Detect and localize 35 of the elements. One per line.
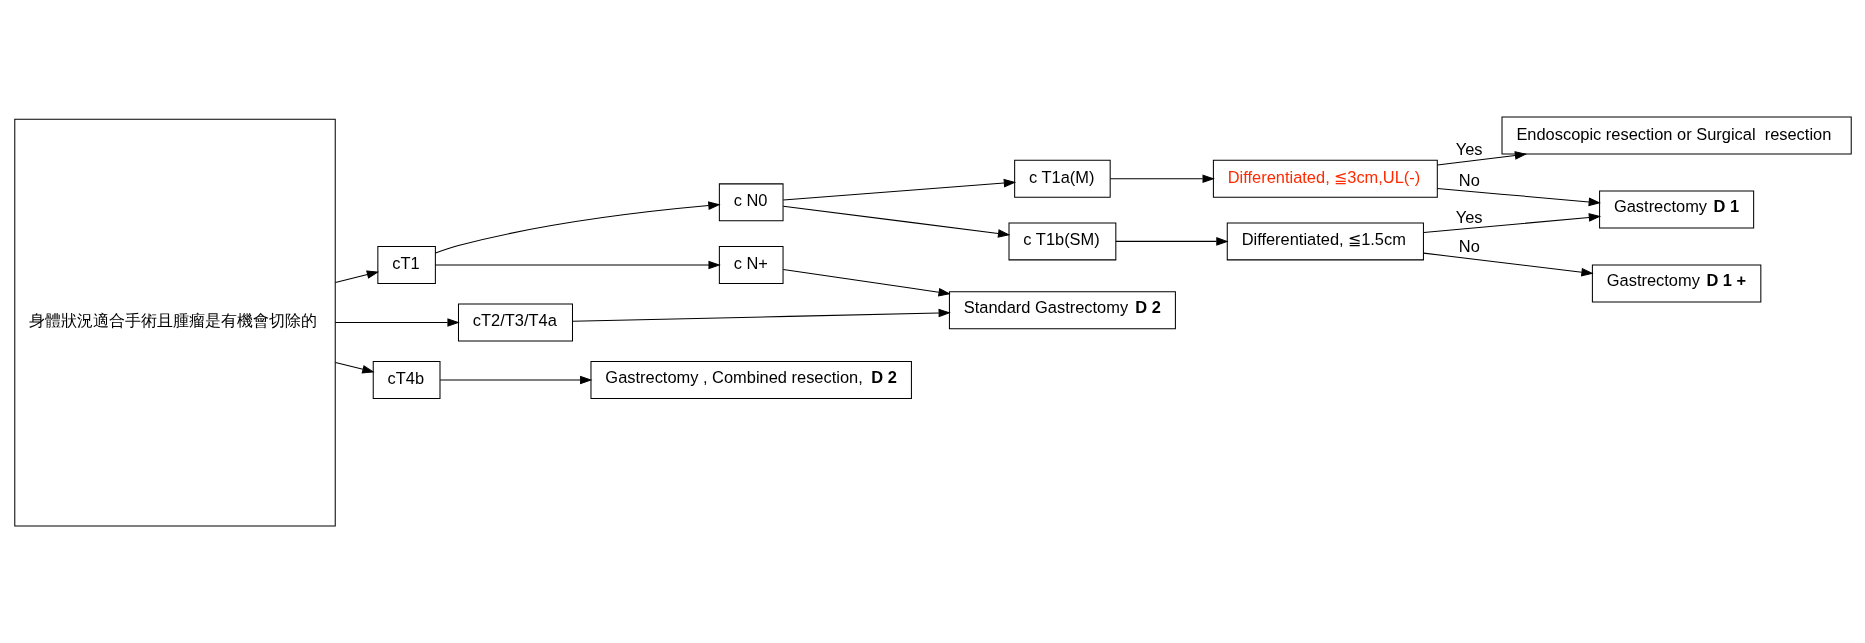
- arrow: [334, 318, 460, 327]
- node-box: cT1: [376, 246, 436, 284]
- arrow: [334, 361, 375, 374]
- edge-label: No: [1458, 237, 1480, 256]
- node-box: Gastrectomy D 1: [1598, 190, 1754, 229]
- arrow: [782, 269, 951, 297]
- arrow: [1422, 252, 1594, 277]
- node-box: Standard Gastrectomy D 2: [948, 291, 1176, 330]
- node-box: c T1b(SM): [1008, 222, 1116, 261]
- node-box: Gastrectomy , Combined resection, D 2: [589, 361, 912, 400]
- node-box: c N0: [718, 183, 784, 222]
- node-box: c T1a(M): [1013, 159, 1111, 198]
- arrow: [1422, 213, 1601, 234]
- arrow: [782, 205, 1010, 238]
- arrow: [571, 308, 951, 322]
- arrow: [434, 201, 721, 254]
- arrow: [439, 375, 592, 385]
- arrow: [1114, 237, 1229, 246]
- arrow: [1109, 174, 1215, 184]
- arrow: [434, 260, 721, 270]
- node-box: cT4b: [372, 361, 440, 400]
- node-box: 身體狀況適合手術且腫瘤是有機會切除的: [13, 118, 336, 527]
- arrow: [1436, 151, 1527, 166]
- node-box: c N+: [718, 246, 784, 284]
- node-box: cT2/T3/T4a: [457, 303, 573, 342]
- edge-label: No: [1458, 170, 1480, 189]
- node-box: Differentiated, ≦1.5cm: [1226, 222, 1424, 261]
- arrow: [782, 178, 1016, 201]
- arrow: [334, 270, 379, 284]
- edge-label: Yes: [1455, 207, 1483, 226]
- edge-label: Yes: [1455, 139, 1483, 158]
- node-box: Differentiated, ≦3cm,UL(-): [1212, 159, 1438, 198]
- arrow: [1436, 188, 1601, 207]
- node-box: Endoscopic resection or Surgical resection: [1501, 116, 1852, 155]
- node-box: Gastrectomy D 1 +: [1591, 264, 1761, 303]
